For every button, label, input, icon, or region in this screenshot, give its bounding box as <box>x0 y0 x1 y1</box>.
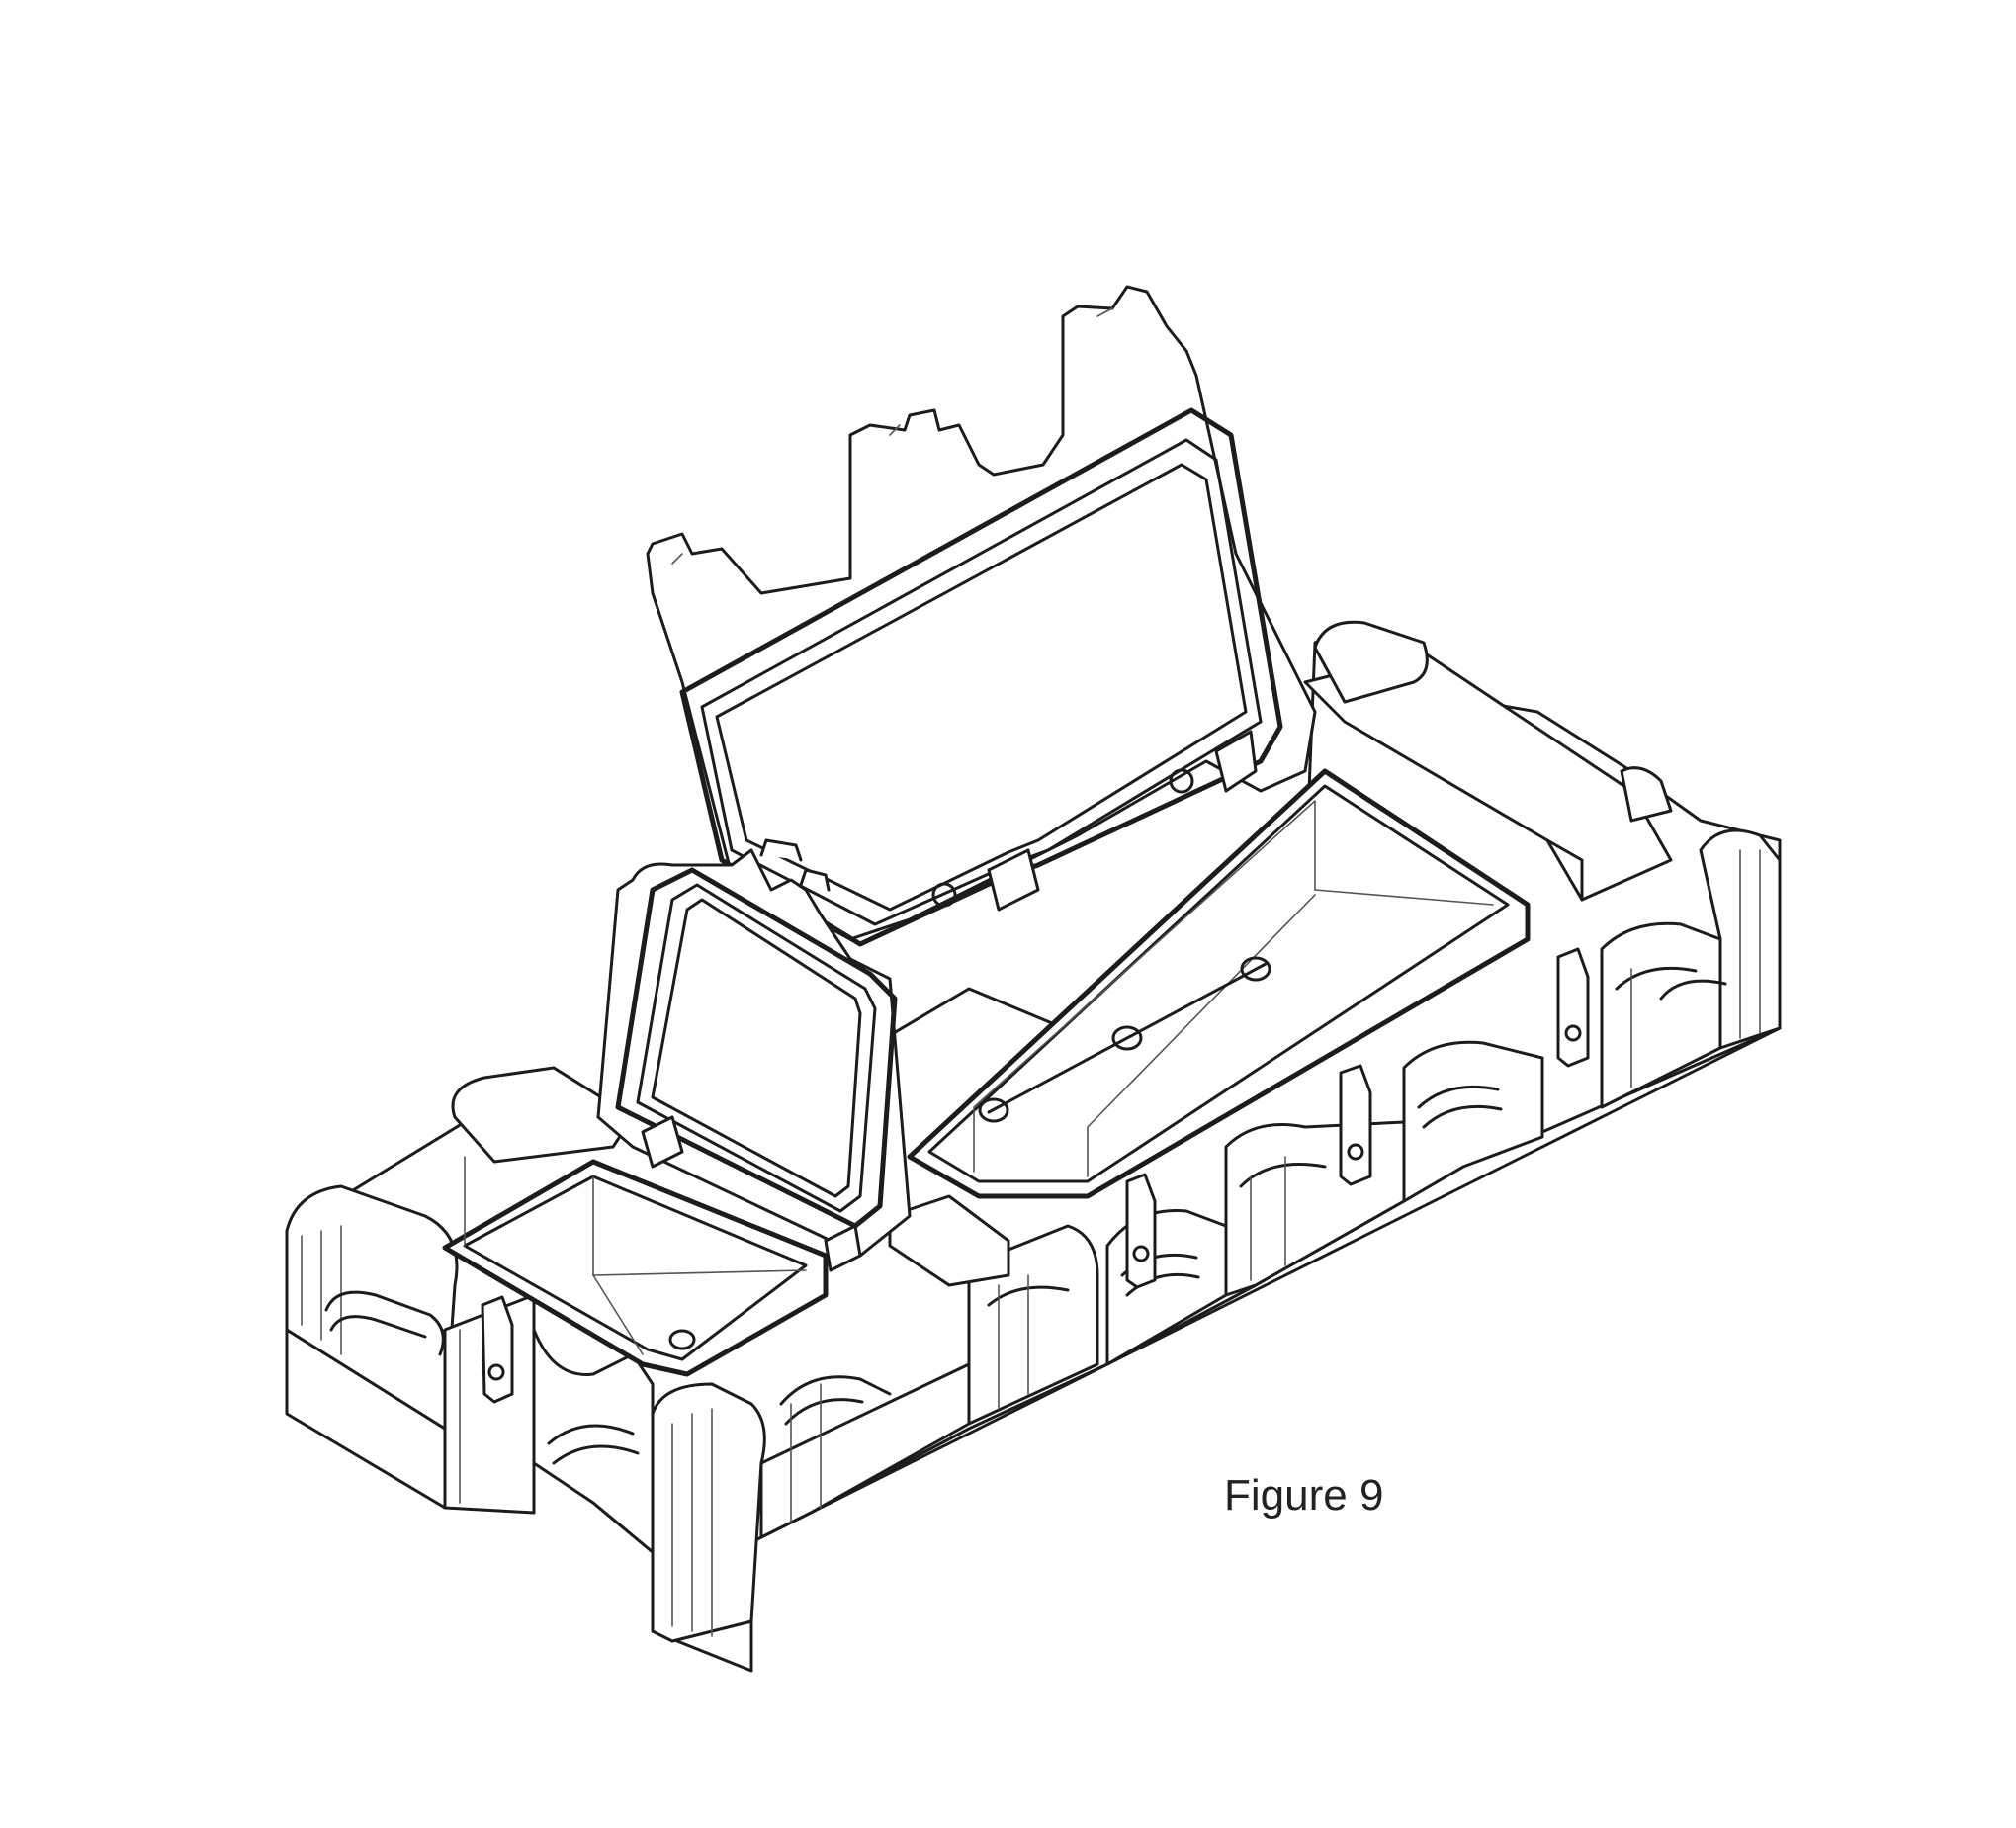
large-compartment <box>907 768 1531 1199</box>
latch-2 <box>1125 1173 1157 1289</box>
small-compartment <box>442 1156 829 1377</box>
large-lid <box>646 285 1317 947</box>
middle-raised-block <box>888 1194 1010 1287</box>
latch-1 <box>481 1295 514 1404</box>
small-lid <box>596 838 912 1272</box>
latch-4 <box>1556 947 1590 1068</box>
back-right-block <box>1303 620 1673 902</box>
figure-caption: Figure 9 <box>1224 1471 1384 1520</box>
latch-3 <box>1339 1064 1372 1186</box>
